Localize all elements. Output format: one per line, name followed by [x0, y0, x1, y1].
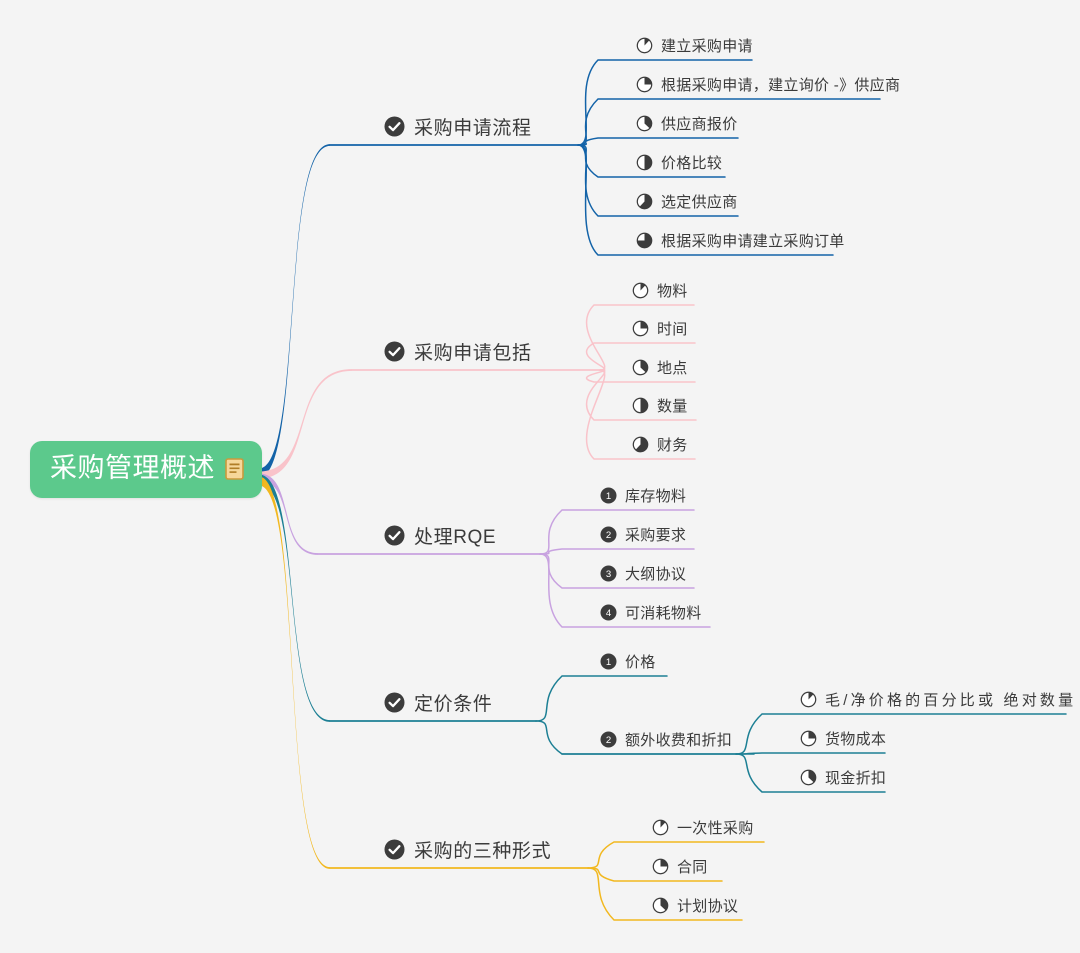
- branch-title: 采购申请包括: [414, 343, 532, 364]
- leaf-label: 库存物料: [625, 488, 687, 505]
- pie-icon: [636, 76, 653, 93]
- leaf-item[interactable]: 根据采购申请建立采购订单: [636, 230, 845, 251]
- pie-icon: [636, 115, 653, 132]
- leaf-label: 建立采购申请: [661, 38, 753, 55]
- leaf-label: 计划协议: [677, 898, 739, 915]
- pie-icon: [652, 897, 669, 914]
- svg-text:2: 2: [606, 530, 611, 541]
- pie-icon: [636, 232, 653, 249]
- leaf-label: 地点: [657, 360, 688, 377]
- leaf-label: 选定供应商: [661, 194, 738, 211]
- leaf-item[interactable]: 现金折扣: [800, 767, 886, 788]
- pie-icon: [632, 320, 649, 337]
- leaf-item[interactable]: 供应商报价: [636, 113, 738, 134]
- number-3-icon: 3: [600, 565, 617, 582]
- leaf-item[interactable]: 毛/净价格的百分比或 绝对数量: [800, 689, 1076, 710]
- branch-title: 采购申请流程: [414, 118, 532, 139]
- leaf-label: 根据采购申请，建立询价 -》供应商: [661, 77, 901, 94]
- leaf-item[interactable]: 财务: [632, 434, 688, 455]
- leaf-label: 时间: [657, 321, 688, 338]
- branch-three-forms-of-procurement[interactable]: 采购的三种形式: [384, 836, 551, 863]
- pie-icon: [632, 397, 649, 414]
- pie-icon: [632, 436, 649, 453]
- leaf-label: 可消耗物料: [625, 605, 702, 622]
- number-1-icon: 1: [600, 653, 617, 670]
- check-circle-icon: [384, 341, 405, 362]
- svg-text:3: 3: [606, 569, 611, 580]
- svg-text:4: 4: [606, 608, 612, 619]
- root-node[interactable]: 采购管理概述: [30, 441, 262, 498]
- leaf-item[interactable]: 3 大纲协议: [600, 563, 686, 584]
- leaf-item[interactable]: 1 价格: [600, 651, 656, 672]
- branch-purchase-request-includes[interactable]: 采购申请包括: [384, 338, 532, 365]
- check-circle-icon: [384, 116, 405, 137]
- branch-title: 定价条件: [414, 694, 493, 715]
- pie-icon: [800, 691, 817, 708]
- leaf-label: 现金折扣: [825, 770, 887, 787]
- leaf-item[interactable]: 2 采购要求: [600, 524, 686, 545]
- number-2-icon: 2: [600, 526, 617, 543]
- leaf-item[interactable]: 价格比较: [636, 152, 722, 173]
- leaf-label: 根据采购申请建立采购订单: [661, 233, 845, 250]
- pie-icon: [636, 193, 653, 210]
- pie-icon: [636, 154, 653, 171]
- leaf-label: 一次性采购: [677, 820, 754, 837]
- leaf-label: 货物成本: [825, 731, 887, 748]
- leaf-item[interactable]: 4 可消耗物料: [600, 602, 702, 623]
- leaf-item[interactable]: 货物成本: [800, 728, 886, 749]
- leaf-item[interactable]: 计划协议: [652, 895, 738, 916]
- leaf-item[interactable]: 时间: [632, 318, 688, 339]
- leaf-label: 供应商报价: [661, 116, 738, 133]
- leaf-item[interactable]: 合同: [652, 856, 708, 877]
- check-circle-icon: [384, 525, 405, 546]
- leaf-item[interactable]: 一次性采购: [652, 817, 754, 838]
- leaf-item[interactable]: 物料: [632, 280, 688, 301]
- branch-purchase-request-process[interactable]: 采购申请流程: [384, 113, 532, 140]
- leaf-label: 毛/净价格的百分比或 绝对数量: [825, 692, 1077, 709]
- leaf-item[interactable]: 建立采购申请: [636, 35, 753, 56]
- leaf-item[interactable]: 2 额外收费和折扣: [600, 729, 732, 750]
- pie-icon: [652, 858, 669, 875]
- leaf-label: 物料: [657, 283, 688, 300]
- leaf-label: 额外收费和折扣: [625, 732, 733, 749]
- leaf-label: 数量: [657, 398, 688, 415]
- branch-handle-rqe[interactable]: 处理RQE: [384, 522, 496, 549]
- pie-icon: [652, 819, 669, 836]
- pie-icon: [632, 282, 649, 299]
- check-circle-icon: [384, 839, 405, 860]
- leaf-label: 大纲协议: [625, 566, 687, 583]
- branch-title: 处理RQE: [414, 527, 497, 548]
- pie-icon: [632, 359, 649, 376]
- leaf-label: 财务: [657, 437, 688, 454]
- branch-title: 采购的三种形式: [414, 841, 552, 862]
- number-4-icon: 4: [600, 604, 617, 621]
- pie-icon: [636, 37, 653, 54]
- number-1-icon: 1: [600, 487, 617, 504]
- pie-icon: [800, 730, 817, 747]
- leaf-label: 价格比较: [661, 155, 723, 172]
- svg-text:1: 1: [606, 657, 611, 668]
- leaf-label: 合同: [677, 859, 708, 876]
- check-circle-icon: [384, 692, 405, 713]
- number-2-icon: 2: [600, 731, 617, 748]
- leaf-label: 采购要求: [625, 527, 687, 544]
- note-icon[interactable]: [225, 457, 244, 480]
- leaf-item[interactable]: 选定供应商: [636, 191, 738, 212]
- branch-pricing-conditions[interactable]: 定价条件: [384, 689, 492, 716]
- leaf-label: 价格: [625, 654, 656, 671]
- root-title: 采购管理概述: [50, 453, 215, 483]
- leaf-item[interactable]: 数量: [632, 395, 688, 416]
- svg-text:1: 1: [606, 491, 611, 502]
- svg-text:2: 2: [606, 735, 611, 746]
- leaf-item[interactable]: 根据采购申请，建立询价 -》供应商: [636, 74, 900, 95]
- leaf-item[interactable]: 1 库存物料: [600, 485, 686, 506]
- leaf-item[interactable]: 地点: [632, 357, 688, 378]
- pie-icon: [800, 769, 817, 786]
